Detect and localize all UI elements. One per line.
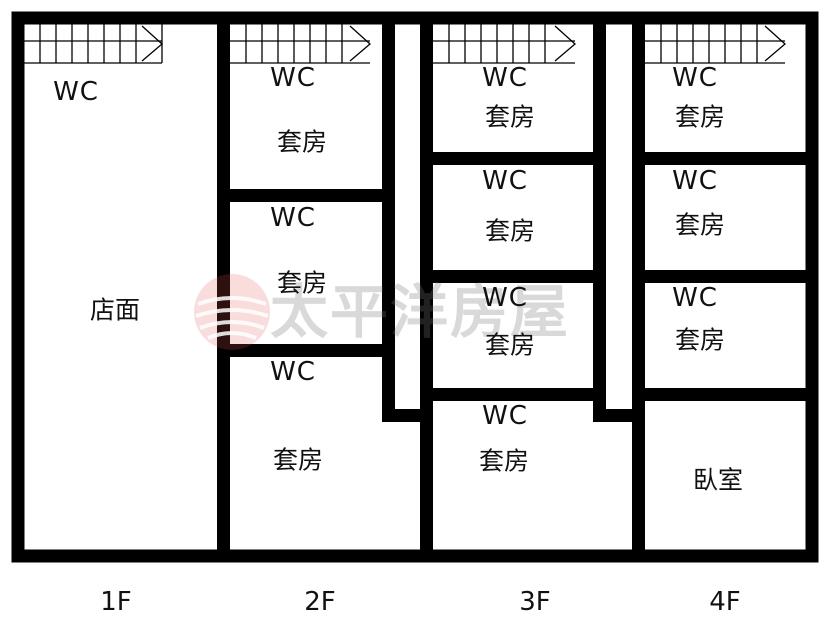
wall-3f-h2: [420, 270, 606, 283]
wc-label: WC: [482, 401, 528, 431]
wc-label: WC: [672, 63, 718, 93]
wall-shaft2-bottom: [593, 409, 645, 422]
room-label-suite: 套房: [484, 330, 536, 360]
wall-3f-h1: [420, 152, 606, 165]
room-label-suite: 套房: [272, 445, 324, 475]
wall-3f-h3: [420, 388, 606, 401]
wc-label: WC: [270, 357, 316, 387]
stairs-1f: [24, 24, 163, 64]
floor-label-1f: 1F: [100, 587, 132, 617]
wc-label: WC: [482, 283, 528, 313]
room-label-suite: 套房: [276, 127, 328, 157]
wc-label: WC: [482, 63, 528, 93]
floor-label-2f: 2F: [304, 587, 336, 617]
wall-2f-right: [382, 18, 395, 422]
wc-label: WC: [672, 166, 718, 196]
wall-4f-h3: [632, 388, 812, 401]
wc-label: WC: [482, 166, 528, 196]
wall-2f-3f: [420, 18, 433, 556]
wall-shaft-bottom: [382, 409, 433, 422]
room-label-suite: 套房: [484, 102, 536, 132]
wall-4f-h2: [632, 270, 812, 283]
wc-label: WC: [270, 63, 316, 93]
wc-label: WC: [53, 77, 99, 107]
floor-label-3f: 3F: [519, 587, 551, 617]
wall-4f-h1: [632, 152, 812, 165]
wall-3f-right: [593, 18, 606, 422]
wc-label: WC: [270, 203, 316, 233]
room-label-suite: 套房: [674, 210, 726, 240]
wall-2f-h1: [217, 189, 395, 202]
room-label-suite: 套房: [674, 325, 726, 355]
stairs-3f: [433, 24, 576, 64]
stairs-4f: [645, 24, 786, 64]
wall-1f-2f: [217, 18, 230, 556]
room-label-suite: 套房: [674, 102, 726, 132]
stairs-2f: [230, 24, 371, 64]
room-label-suite: 套房: [484, 216, 536, 246]
room-label-bedroom: 臥室: [692, 465, 744, 495]
floor-label-4f: 4F: [709, 587, 741, 617]
room-label-suite: 套房: [478, 446, 530, 476]
wc-label: WC: [672, 283, 718, 313]
room-label-shopfront: 店面: [89, 295, 141, 325]
outer-wall: [11, 11, 819, 563]
room-label-suite: 套房: [276, 268, 328, 298]
wall-3f-4f: [632, 18, 645, 556]
wall-2f-h2: [217, 344, 395, 357]
